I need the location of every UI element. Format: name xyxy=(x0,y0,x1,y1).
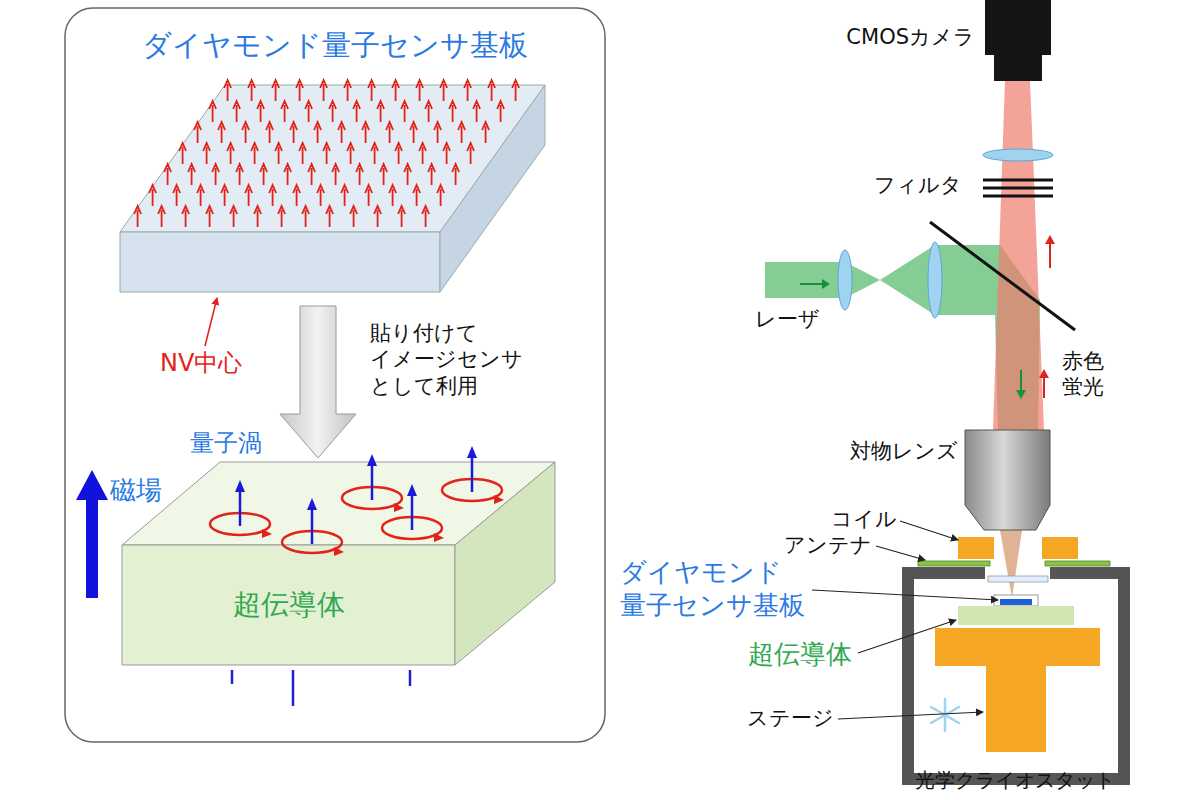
superconductor-block: 超伝導体 xyxy=(122,462,555,665)
callout-label: 量子渦 xyxy=(190,428,262,458)
leader-line xyxy=(205,298,217,346)
part-label: 超伝導体 xyxy=(748,638,852,671)
superconductor xyxy=(958,606,1074,625)
cryostat xyxy=(908,573,1124,779)
window xyxy=(988,576,1048,582)
part-label: CMOSカメラ xyxy=(846,24,975,50)
direction-arrows xyxy=(800,235,1055,399)
block-drawing xyxy=(122,462,555,665)
snowflake xyxy=(931,699,959,731)
part-label: ステージ xyxy=(747,705,834,731)
camera xyxy=(985,0,1051,81)
node-text: ダイヤモンド量子センサ基板 xyxy=(100,25,570,65)
panel-frame xyxy=(65,8,605,742)
antenna xyxy=(1045,561,1110,566)
coil xyxy=(958,537,994,559)
block-arrow xyxy=(280,306,356,458)
part-label: コイル xyxy=(831,506,897,532)
filter xyxy=(983,180,1053,196)
callout-label: NV中心 xyxy=(160,348,242,378)
beam-splitter xyxy=(930,222,1075,330)
diamond-sensor xyxy=(1000,599,1032,605)
fluorescence-beam xyxy=(993,80,1044,430)
part-label: レーザ xyxy=(755,306,820,332)
part-label: 対物レンズ xyxy=(850,438,958,464)
stage xyxy=(935,628,1100,752)
coil xyxy=(1042,537,1078,559)
field-arrow xyxy=(76,470,108,598)
edge-label: 貼り付けて イメージセンサ として利用 xyxy=(370,320,523,399)
node-text: 超伝導体 xyxy=(122,545,455,665)
part-label: アンテナ xyxy=(784,532,872,558)
focus-cone xyxy=(1000,530,1022,598)
lens xyxy=(983,149,1053,161)
diamond-sensor xyxy=(994,595,1038,606)
sensor-plate: ダイヤモンド量子センサ基板 xyxy=(100,15,570,300)
part-label: ダイヤモンド 量子センサ基板 xyxy=(620,556,805,621)
part-label: 赤色 蛍光 xyxy=(1062,348,1104,401)
callout-label: 磁場 xyxy=(110,474,162,507)
lens xyxy=(928,242,942,318)
antenna xyxy=(918,561,990,566)
objective-lens xyxy=(965,430,1050,530)
part-label: フィルタ xyxy=(874,172,962,198)
lens xyxy=(838,250,852,310)
part-label: 光学クライオスタット xyxy=(915,768,1115,793)
